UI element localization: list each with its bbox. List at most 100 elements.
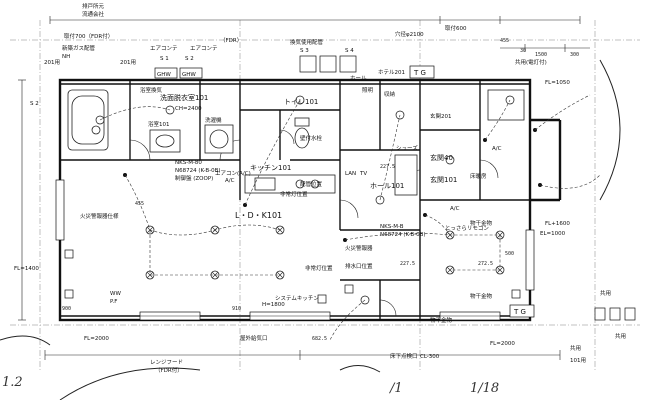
label-emergency-light-1: 非常灯位置 xyxy=(280,190,308,198)
label-s2-left: S 2 xyxy=(30,101,39,107)
label-fdr-top: （FDR） xyxy=(220,37,242,44)
label-model-2: N68724 (K-B-0B) xyxy=(380,232,426,238)
label-floor-inspection: 床下点検口 xyxy=(390,352,418,360)
panel-tags: T G T G GHW GHW xyxy=(154,55,636,321)
label-dim-272: 272.5 xyxy=(478,261,493,267)
handwritten-annotations: 1.2 /1 1/18 xyxy=(0,59,621,400)
label-cl-300: CL-300 xyxy=(420,354,440,360)
label-hotel-201: ホテル201 xyxy=(378,69,405,76)
label-s2: S 2 xyxy=(185,56,194,62)
outlet xyxy=(511,289,521,299)
tag-tg-top: T G xyxy=(413,69,426,77)
wiring xyxy=(99,94,601,341)
label-dim-227-b: 227.5 xyxy=(380,164,395,170)
label-outdoor-intake: 屋外給気口 xyxy=(240,334,268,342)
label-aircon-top-1: エアコンテ xyxy=(150,45,178,52)
label-dim-300: 300 xyxy=(570,52,579,58)
label-kyoyou-3: 共用 xyxy=(615,332,626,340)
label-dim-500: 500 xyxy=(505,251,514,257)
label-aircon-ldk: エアコン(A/C) xyxy=(215,170,251,177)
tag-ghw-2: GHW xyxy=(182,72,196,78)
label-101: 101用 xyxy=(570,357,586,364)
tag-ghw-1: GHW xyxy=(157,72,171,78)
label-kyoyou-top: 共用(電灯付) xyxy=(515,58,547,66)
label-pipe-position: 配管位置 xyxy=(300,180,323,188)
label-ch-2400: CH=2400 xyxy=(175,106,202,112)
label-ac-3: A/C xyxy=(492,146,502,152)
label-top-note-1: 排戸所元 xyxy=(82,2,105,10)
label-lan: LAN xyxy=(345,171,356,177)
label-el-1000: EL=1000 xyxy=(540,231,566,237)
label-fl-1050: FL=1050 xyxy=(545,80,570,86)
outlet xyxy=(64,289,74,299)
label-kansai: 換気使用配管 xyxy=(290,38,324,46)
label-bath-vent: 浴室換気 xyxy=(140,86,163,94)
tag-tg-bottom: T G xyxy=(513,308,526,316)
label-aircon-top-2: エアコンテ xyxy=(190,45,218,52)
label-hole-2100: 穴径φ2100 xyxy=(395,30,424,38)
label-s1: S 1 xyxy=(160,56,169,62)
label-tv: TV xyxy=(359,171,367,177)
label-model-3: 制御盤 (ZOOP) xyxy=(175,174,213,182)
label-kyoyou-1: 共用 xyxy=(600,289,611,297)
dimension-lines xyxy=(18,16,590,360)
label-dim-30: 30 xyxy=(520,48,526,54)
label-hall-text: ホール xyxy=(350,75,367,82)
ceiling-light xyxy=(295,95,305,105)
label-dim-455: 455 xyxy=(500,38,509,44)
label-fire-alarm-spec: 火災警報器仕様 xyxy=(80,212,119,220)
interior-walls xyxy=(60,80,530,320)
label-fl-2000: FL=2000 xyxy=(84,336,109,342)
label-drying-3: 物干金物 xyxy=(430,316,453,324)
label-drying-2: 物干金物 xyxy=(470,292,493,300)
label-201-b: 201用 xyxy=(120,59,136,66)
label-fire-alarm: 火災警報器 xyxy=(345,244,373,252)
label-dim-1500: 1500 xyxy=(535,52,547,58)
label-remote: とっさらリモコン xyxy=(445,225,489,232)
label-hall: ホール101 xyxy=(370,182,404,190)
label-fl-2000-b: FL=2000 xyxy=(490,341,515,347)
label-washroom: 洗面脱衣室101 xyxy=(160,93,208,102)
outlet xyxy=(317,294,327,304)
outlet xyxy=(344,284,354,294)
label-kitchen: キッチン101 xyxy=(250,164,291,172)
fixtures xyxy=(67,89,525,196)
label-fdr-bottom: （FDR付） xyxy=(155,366,183,374)
label-ac-1: A/C xyxy=(225,178,235,184)
handwriting-mark-2: /1 xyxy=(388,381,403,396)
label-drain-position: 排水口位置 xyxy=(345,262,373,270)
label-floor-heating: 床暖房 xyxy=(470,172,487,180)
outlet xyxy=(64,249,74,259)
label-ac-2: A/C xyxy=(450,206,460,212)
label-lamp: 照明 xyxy=(362,87,374,94)
label-dim-910: 910 xyxy=(232,306,241,312)
label-pf: P.F xyxy=(110,299,117,305)
label-dim-682: 682.5 xyxy=(312,336,327,342)
label-s4: S 4 xyxy=(345,48,354,54)
label-model-1: N68724 (K-B-0B) xyxy=(175,168,221,174)
label-range-hood: レンジフード xyxy=(150,359,183,366)
label-gas: 新築ガス配管 xyxy=(62,44,96,52)
ceiling-light xyxy=(445,155,455,165)
label-bathroom: 浴室101 xyxy=(148,120,170,128)
label-washer: 洗濯機 xyxy=(205,116,222,124)
label-nh: NH xyxy=(62,54,70,60)
label-s3: S 3 xyxy=(300,48,309,54)
label-ldk: L・D・K101 xyxy=(235,211,282,220)
label-storage: 収納 xyxy=(384,90,396,98)
label-entrance-201: 玄関201 xyxy=(430,112,452,120)
label-model-nks-1: NKS-M-80 xyxy=(175,160,202,166)
label-dim-900: 900 xyxy=(62,306,71,312)
label-model-nks-2: NKS-M-B xyxy=(380,224,404,230)
label-201-a: 201用 xyxy=(44,59,60,66)
label-height-1800: H=1800 xyxy=(262,302,285,308)
label-pipe-700: 取付700（FDR付） xyxy=(64,32,113,40)
label-top-note-2: 流通会社 xyxy=(82,10,105,18)
label-genkan: 玄関101 xyxy=(430,175,457,184)
label-wall-faucet: 壁付水栓 xyxy=(300,134,323,142)
label-kyoyou-2: 共用 xyxy=(570,344,581,352)
plan-labels: 排戸所元 流通会社 取付700（FDR付） 201用 201用 新築ガス配管 N… xyxy=(14,2,626,374)
label-drying-1: 物干金物 xyxy=(470,219,493,227)
label-ww: WW xyxy=(110,291,121,297)
